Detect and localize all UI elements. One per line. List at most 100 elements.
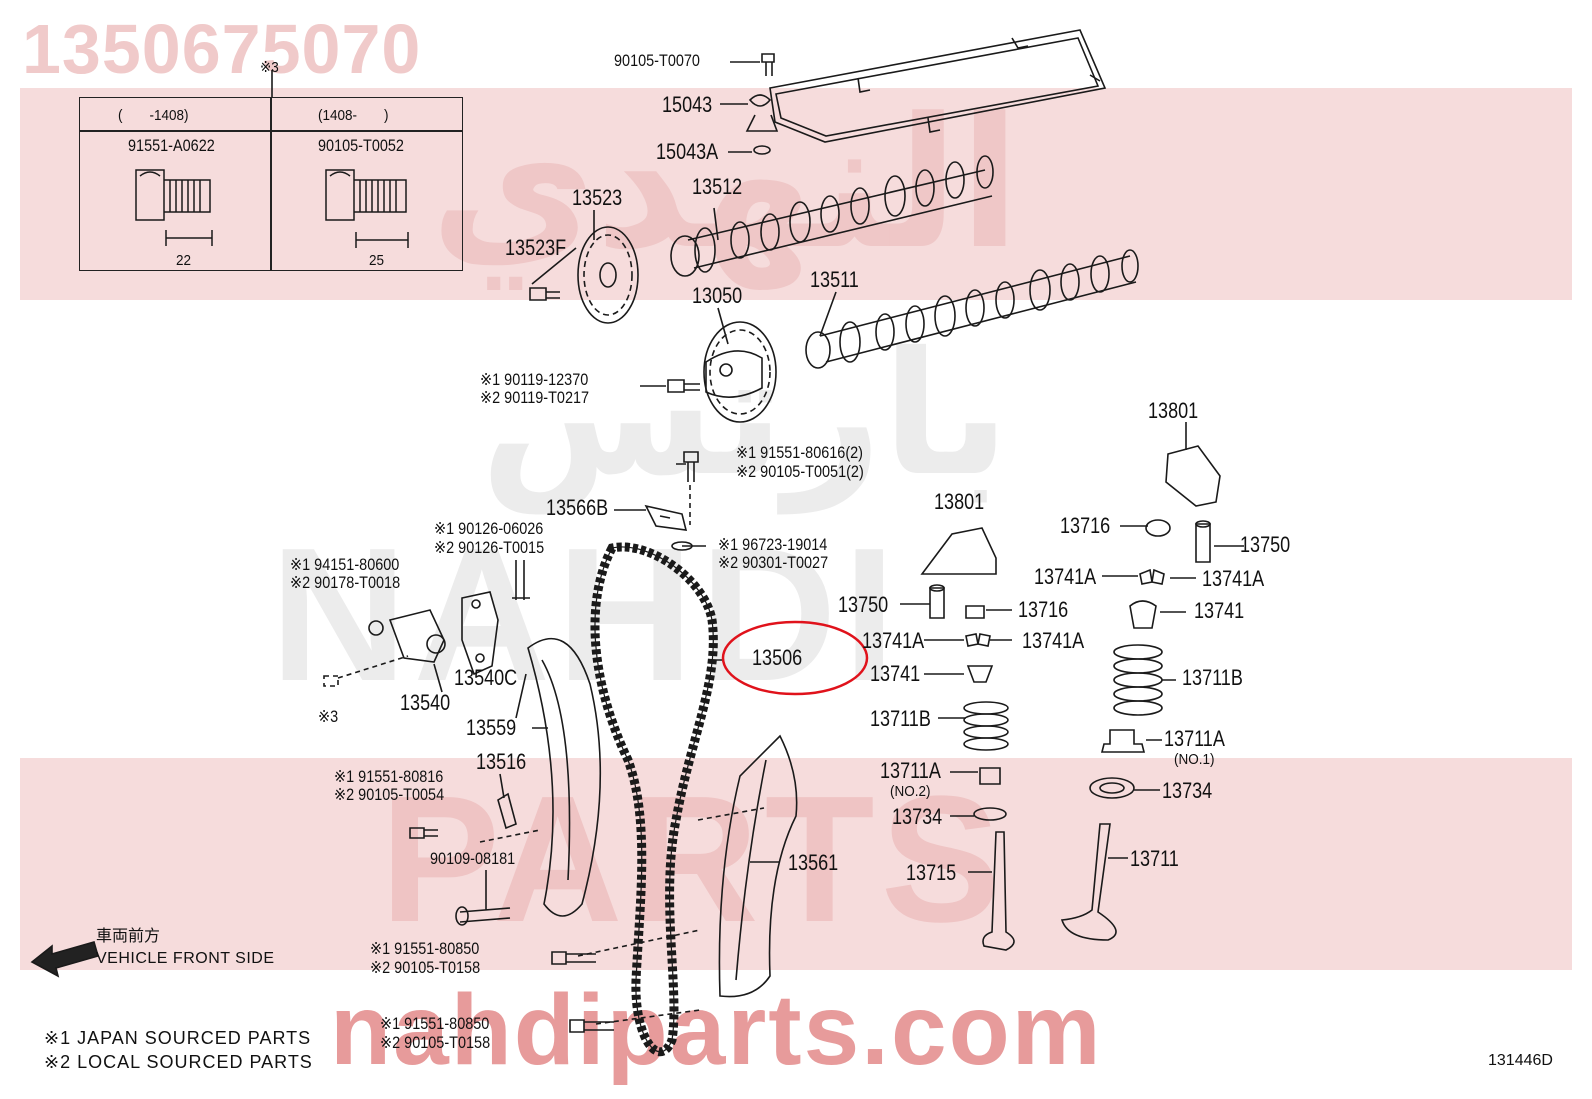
callout-13540C: 13540C: [454, 665, 518, 690]
rocker-arm-13801-mid: [920, 527, 997, 575]
callout-13050: 13050: [692, 283, 743, 308]
callout-13750-mid: 13750: [838, 592, 889, 617]
callout-13711A-right-sub: (NO.1): [1174, 751, 1215, 768]
camshaft-13512: [670, 155, 994, 277]
seal-15043: [745, 94, 779, 132]
table-col1-part: 91551-A0622: [128, 136, 215, 155]
watermark-site: nahdiparts.com: [330, 974, 1103, 1086]
page-title: 1350675070: [22, 10, 422, 88]
highlight-circle: [721, 620, 869, 696]
callout-91551-80616: ※1 91551-80616(2): [736, 443, 863, 462]
valve-spring-13711B: [1113, 644, 1163, 716]
callout-13516: 13516: [476, 749, 527, 774]
callout-90126-T0015: ※2 90126-T0015: [434, 538, 545, 557]
callout-90105-T0054: ※2 90105-T0054: [334, 785, 445, 804]
bolt-90119: [667, 379, 700, 393]
cam-timing-gear-13050: [703, 321, 777, 423]
callout-13801-mid: 13801: [934, 489, 985, 514]
vehicle-front-jp: 車両前方: [96, 926, 161, 945]
vehicle-front-arrow: [30, 941, 99, 978]
callout-13511: 13511: [810, 267, 859, 292]
rocker-arm-13801: [1165, 445, 1221, 507]
callout-13523F: 13523F: [505, 235, 567, 260]
sprocket-13523: [577, 226, 639, 324]
legend-line-1: ※1 JAPAN SOURCED PARTS: [44, 1028, 312, 1048]
callout-13523: 13523: [572, 185, 623, 210]
callout-13711A-right: 13711A: [1164, 726, 1225, 751]
table-col1-header: ( -1408): [118, 107, 189, 124]
callout-90126-06026: ※1 90126-06026: [434, 519, 544, 538]
gasket-13540C: [461, 591, 499, 676]
callout-13506: 13506: [752, 645, 803, 670]
callout-90301-T0027: ※2 90301-T0027: [718, 553, 829, 572]
callout-13512: 13512: [692, 174, 743, 199]
callout-13711B-mid: 13711B: [870, 706, 931, 731]
table-col2-part: 90105-T0052: [318, 136, 404, 155]
callout-90178-T0018: ※2 90178-T0018: [290, 573, 401, 592]
callout-13716-mid: 13716: [1018, 597, 1069, 622]
callout-13734-right: 13734: [1162, 778, 1213, 803]
callout-13561: 13561: [788, 850, 839, 875]
tensioner-13566B: [644, 504, 688, 531]
callout-13741-right: 13741: [1194, 598, 1245, 623]
callout-13711: 13711: [1130, 846, 1179, 871]
callout-90105-T0158-b: ※2 90105-T0158: [380, 1033, 491, 1052]
callout-13741-mid: 13741: [870, 661, 921, 686]
callout-90119-12370: ※1 90119-12370: [480, 370, 589, 389]
callout-15043A: 15043A: [656, 139, 719, 164]
tensioner-13540: [388, 609, 445, 663]
callout-94151-80600: ※1 94151-80600: [290, 555, 400, 574]
callout-90109-08181: 90109-08181: [430, 849, 516, 868]
callout-90105-T0070: 90105-T0070: [614, 51, 700, 70]
callout-90105-T0158-a: ※2 90105-T0158: [370, 958, 481, 977]
callout-13741A-r2: 13741A: [1202, 566, 1265, 591]
callout-13566B: 13566B: [546, 495, 609, 520]
clip-13516: [497, 792, 517, 830]
callout-13741A-m1: 13741A: [862, 628, 925, 653]
variant-bolts: [135, 169, 409, 248]
callout-13734-mid: 13734: [892, 804, 943, 829]
callout-13715: 13715: [906, 860, 957, 885]
callout-13711B-right: 13711B: [1182, 665, 1243, 690]
callout-13711A-mid-sub: (NO.2): [890, 783, 931, 800]
bolt-90105-T0070: [761, 53, 775, 76]
vehicle-front-en: VEHICLE FRONT SIDE: [96, 950, 275, 967]
callout-90105-T0051: ※2 90105-T0051(2): [736, 462, 864, 481]
figure-code: 131446D: [1488, 1052, 1553, 1069]
callout-13716-right: 13716: [1060, 513, 1111, 538]
pin-90109: [459, 870, 511, 923]
watermark-latin-top: NAHDI: [270, 509, 902, 721]
watermark-arabic-mid: بارتس: [480, 316, 1010, 514]
callout-13741A-m2: 13741A: [1022, 628, 1085, 653]
callout-91551-80850-b: ※1 91551-80850: [380, 1014, 490, 1033]
callout-13741A-r1: 13741A: [1034, 564, 1097, 589]
legend-line-2: ※2 LOCAL SOURCED PARTS: [44, 1052, 313, 1072]
timing-chain-13506: [590, 542, 718, 1057]
variant-table: [79, 97, 463, 271]
callout-96723-19014: ※1 96723-19014: [718, 535, 828, 554]
callout-13711A-mid: 13711A: [880, 758, 941, 783]
bolt-13523F: [529, 287, 560, 301]
valve-13715: [982, 831, 1015, 951]
callout-13750-right: 13750: [1240, 532, 1291, 557]
valve-13711: [1060, 823, 1117, 941]
table-note-mark: ※3: [260, 59, 279, 76]
head-cover-gasket: [769, 29, 1107, 143]
chain-slipper-13559: [527, 637, 602, 917]
callout-13540: 13540: [400, 690, 451, 715]
camshaft-13511: [805, 249, 1139, 369]
callout-91551-80850-a: ※1 91551-80850: [370, 939, 480, 958]
callout-90119-T0217: ※2 90119-T0217: [480, 388, 590, 407]
table-col2-dim: 25: [369, 252, 385, 269]
valve-spring-13711B-mid: [963, 701, 1009, 751]
table-col1-dim: 22: [176, 252, 192, 269]
callout-note3: ※3: [318, 707, 339, 726]
callout-15043: 15043: [662, 92, 713, 117]
callout-13559: 13559: [466, 715, 517, 740]
chain-guide-13561: [718, 734, 798, 998]
table-col2-header: (1408- ): [318, 107, 389, 124]
callout-13801-right: 13801: [1148, 398, 1199, 423]
callout-91551-80816: ※1 91551-80816: [334, 767, 444, 786]
